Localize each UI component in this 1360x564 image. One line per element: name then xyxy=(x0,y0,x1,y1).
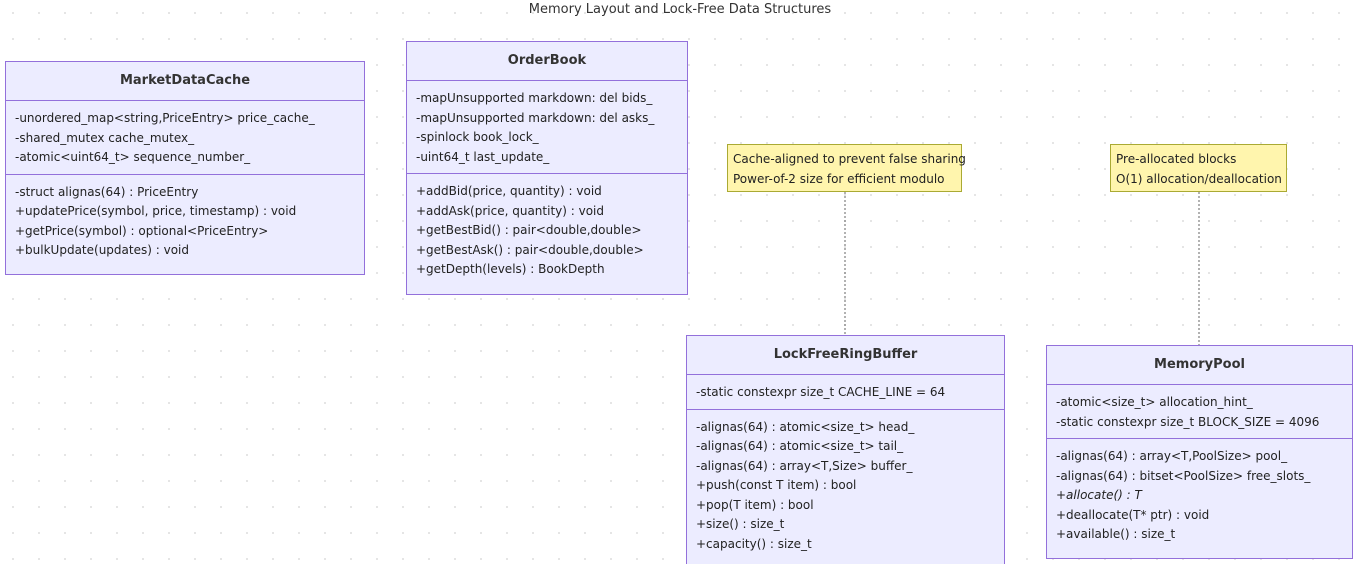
class-memory-pool[interactable]: MemoryPool -atomic<size_t> allocation_hi… xyxy=(1046,345,1353,559)
class-attribute: -shared_mutex cache_mutex_ xyxy=(15,130,195,145)
class-method: +updatePrice(symbol, price, timestamp) :… xyxy=(15,204,297,218)
class-attribute: -spinlock book_lock_ xyxy=(416,130,539,144)
class-method: +addBid(price, quantity) : void xyxy=(416,184,602,198)
class-method-abstract: +allocate() : T xyxy=(1056,488,1142,502)
methods-section: -struct alignas(64) : PriceEntry +update… xyxy=(6,173,364,267)
class-method: +capacity() : size_t xyxy=(696,536,812,551)
class-attribute: -uint64_t last_update_ xyxy=(416,149,550,164)
class-attribute: -static constexpr size_t BLOCK_SIZE = 40… xyxy=(1056,414,1320,429)
class-method: +bulkUpdate(updates) : void xyxy=(15,243,189,257)
note-line: Cache-aligned to prevent false sharing xyxy=(733,152,966,166)
class-method: -alignas(64) : array<T,Size> buffer_ xyxy=(696,458,913,473)
diagram-title: Memory Layout and Lock-Free Data Structu… xyxy=(528,2,832,17)
class-method: +pop(T item) : bool xyxy=(696,497,814,512)
methods-section: +addBid(price, quantity) : void +addAsk(… xyxy=(407,173,687,286)
class-name: LockFreeRingBuffer xyxy=(687,336,1004,375)
class-market-data-cache[interactable]: MarketDataCache -unordered_map<string,Pr… xyxy=(5,61,365,275)
note-ring-buffer: Cache-aligned to prevent false sharing P… xyxy=(727,144,966,192)
class-attribute: -unordered_map<string,PriceEntry> price_… xyxy=(15,111,315,125)
class-lock-free-ring-buffer[interactable]: LockFreeRingBuffer -static constexpr siz… xyxy=(686,335,1005,564)
class-method: +getDepth(levels) : BookDepth xyxy=(416,262,605,276)
class-attribute: -atomic<uint64_t> sequence_number_ xyxy=(15,150,251,164)
class-attribute: -mapUnsupported markdown: del asks_ xyxy=(416,110,655,125)
class-method: +push(const T item) : bool xyxy=(696,478,857,492)
class-name: OrderBook xyxy=(407,42,687,81)
class-attribute: -mapUnsupported markdown: del bids_ xyxy=(416,91,653,105)
note-line: Pre-allocated blocks xyxy=(1116,152,1237,166)
class-name: MarketDataCache xyxy=(6,62,364,101)
class-method: +available() : size_t xyxy=(1056,527,1176,541)
attributes-section: -atomic<size_t> allocation_hint_ -static… xyxy=(1047,385,1352,438)
class-method: +getBestAsk() : pair<double,double> xyxy=(416,242,644,257)
methods-section: -alignas(64) : array<T,PoolSize> pool_ -… xyxy=(1047,438,1352,551)
class-order-book[interactable]: OrderBook -mapUnsupported markdown: del … xyxy=(406,41,688,295)
class-method: +getPrice(symbol) : optional<PriceEntry> xyxy=(15,223,269,238)
class-method: +getBestBid() : pair<double,double> xyxy=(416,223,642,237)
class-method: -alignas(64) : array<T,PoolSize> pool_ xyxy=(1056,449,1288,463)
attributes-section: -mapUnsupported markdown: del bids_ -map… xyxy=(407,81,687,173)
class-method: +addAsk(price, quantity) : void xyxy=(416,203,605,218)
class-method: -alignas(64) : atomic<size_t> tail_ xyxy=(696,439,904,453)
class-attribute: -atomic<size_t> allocation_hint_ xyxy=(1056,395,1253,409)
class-attribute: -static constexpr size_t CACHE_LINE = 64 xyxy=(696,385,946,399)
attributes-section: -static constexpr size_t CACHE_LINE = 64 xyxy=(687,375,1004,409)
note-memory-pool: Pre-allocated blocks O(1) allocation/dea… xyxy=(1110,144,1287,192)
class-name: MemoryPool xyxy=(1047,346,1352,385)
attributes-section: -unordered_map<string,PriceEntry> price_… xyxy=(6,101,364,174)
class-method: +deallocate(T* ptr) : void xyxy=(1056,507,1210,522)
class-method: +size() : size_t xyxy=(696,517,785,531)
methods-section: -alignas(64) : atomic<size_t> head_ -ali… xyxy=(687,408,1004,561)
note-line: O(1) allocation/deallocation xyxy=(1116,172,1282,186)
note-line: Power-of-2 size for efficient modulo xyxy=(733,172,945,186)
class-method: -alignas(64) : atomic<size_t> head_ xyxy=(696,419,915,434)
class-method: -alignas(64) : bitset<PoolSize> free_slo… xyxy=(1056,468,1311,483)
class-method: -struct alignas(64) : PriceEntry xyxy=(15,184,199,199)
